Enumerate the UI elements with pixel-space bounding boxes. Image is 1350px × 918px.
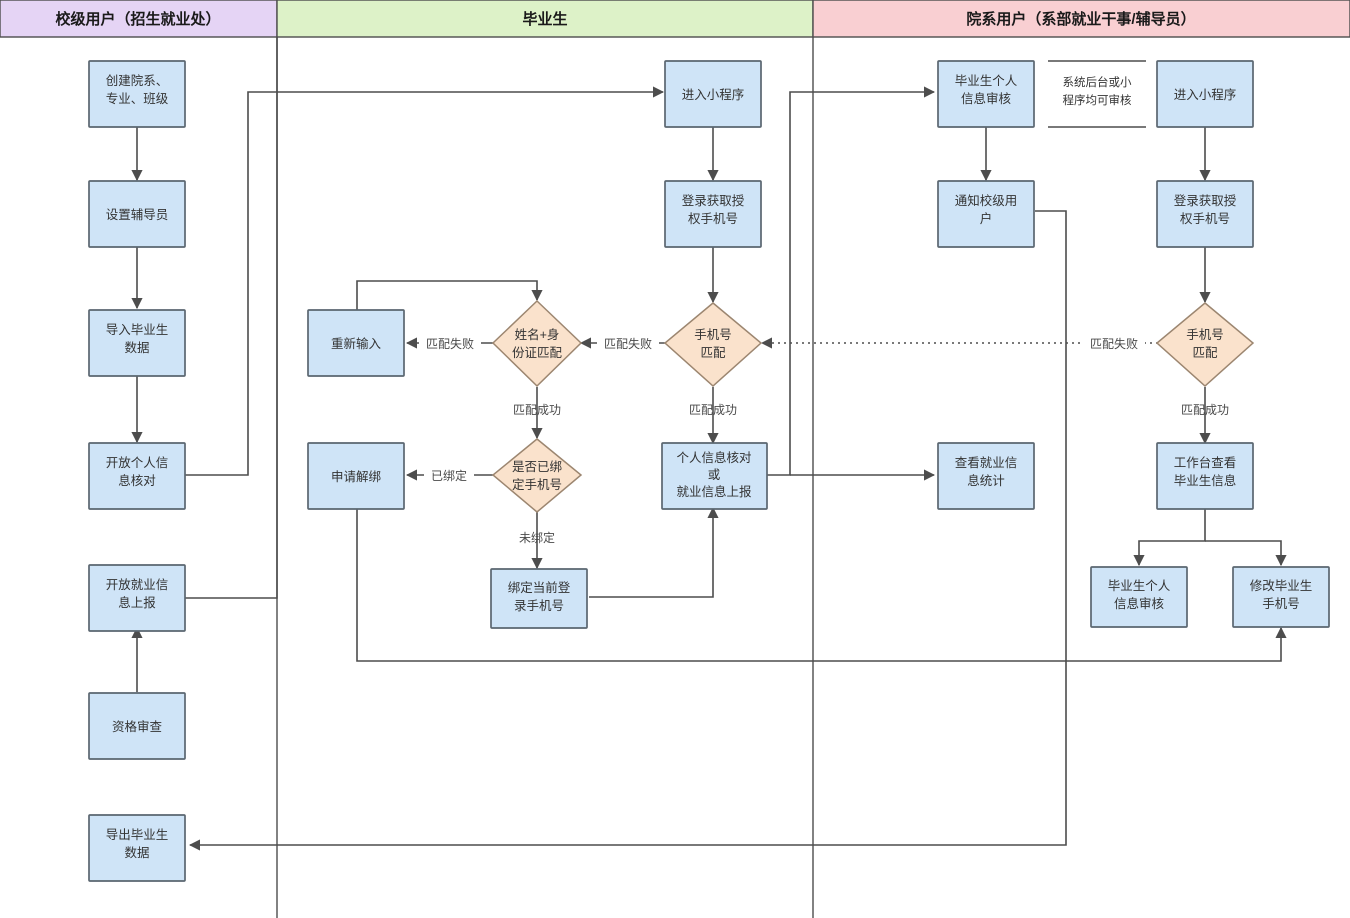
edge-label-match-ok-1: 匹配成功 xyxy=(513,403,561,417)
node-label: 户 xyxy=(980,211,993,226)
edge-labels: 匹配失败 匹配失败 匹配失败 匹配成功 匹配成功 匹配成功 已绑定 未绑定 xyxy=(419,334,1229,545)
node-label: 工作台查看 xyxy=(1174,455,1237,470)
note-line: 程序均可审核 xyxy=(1063,93,1132,107)
node-enter-miniapp-department[interactable]: 进入小程序 xyxy=(1156,60,1254,128)
lane-title-graduate: 毕业生 xyxy=(522,10,567,28)
node-label: 毕业生个人 xyxy=(955,74,1018,88)
node-label: 毕业生个人 xyxy=(1108,579,1171,593)
node-phone-match-graduate[interactable]: 手机号 匹配 xyxy=(663,302,763,388)
node-label: 就业信息上报 xyxy=(676,484,752,499)
node-label: 毕业生信息 xyxy=(1174,473,1237,488)
lane-title-department: 院系用户（系部就业干事/辅导员） xyxy=(966,10,1195,28)
node-label: 通知校级用 xyxy=(955,193,1018,208)
edge-openemp-up xyxy=(185,37,278,599)
node-notify-school[interactable]: 通知校级用 户 xyxy=(937,180,1035,248)
node-label: 息统计 xyxy=(967,473,1005,488)
node-label: 个人信息核对 xyxy=(676,450,751,465)
node-label: 手机号 xyxy=(1262,597,1300,611)
edge-reinput-loop xyxy=(356,280,543,310)
node-label: 专业、班级 xyxy=(106,91,169,106)
node-label: 申请解绑 xyxy=(331,470,381,484)
node-label: 修改毕业生 xyxy=(1250,578,1313,593)
node-label: 数据 xyxy=(124,340,149,355)
node-label: 登录获取授 xyxy=(682,193,745,208)
node-label: 匹配 xyxy=(700,346,726,360)
node-label: 份证匹配 xyxy=(512,346,563,360)
node-label: 权手机号 xyxy=(1180,211,1230,226)
node-login-phone-graduate[interactable]: 登录获取授 权手机号 xyxy=(664,180,762,248)
edge-label-bound: 已绑定 xyxy=(431,468,467,483)
lane-header-graduate xyxy=(276,0,814,38)
node-label: 息上报 xyxy=(118,595,156,610)
node-export-data[interactable]: 导出毕业生 数据 xyxy=(88,814,186,882)
edge-bind-to-personal xyxy=(589,506,719,598)
node-label: 是否已绑 xyxy=(512,460,562,474)
lane-title-school: 校级用户（招生就业处） xyxy=(55,10,220,28)
node-label: 姓名+身 xyxy=(515,327,560,342)
edge-label-match-fail-2: 匹配失败 xyxy=(426,336,474,351)
node-login-phone-department[interactable]: 登录获取授 权手机号 xyxy=(1156,180,1254,248)
node-label: 查看就业信 xyxy=(955,455,1018,470)
node-label: 手机号 xyxy=(694,328,732,342)
edge-label-unbound: 未绑定 xyxy=(519,530,555,545)
node-label: 数据 xyxy=(124,845,149,860)
node-modify-phone[interactable]: 修改毕业生 手机号 xyxy=(1232,566,1330,628)
node-bind-current-phone[interactable]: 绑定当前登 录手机号 xyxy=(490,568,588,629)
node-label: 或 xyxy=(708,468,721,482)
edge-label-match-ok-2: 匹配成功 xyxy=(689,403,737,417)
node-label: 定手机号 xyxy=(512,477,562,492)
edge-openpersonal-to-entermini xyxy=(185,86,665,476)
node-label: 登录获取授 xyxy=(1174,193,1237,208)
edge-label-match-ok-3: 匹配成功 xyxy=(1181,403,1229,417)
node-label: 重新输入 xyxy=(331,336,382,351)
edge-workbench-to-audit2 xyxy=(1133,508,1206,567)
lane-header-department xyxy=(812,0,1350,38)
node-open-personal[interactable]: 开放个人信 息核对 xyxy=(88,442,186,510)
node-label: 开放就业信 xyxy=(106,577,169,592)
node-name-id-match[interactable]: 姓名+身 份证匹配 xyxy=(491,299,583,388)
node-workbench-view[interactable]: 工作台查看 毕业生信息 xyxy=(1156,442,1254,510)
node-label: 信息审核 xyxy=(1114,596,1165,611)
node-label: 进入小程序 xyxy=(1174,87,1237,102)
node-personal-or-report[interactable]: 个人信息核对 或 就业信息上报 xyxy=(661,442,768,510)
edge-unbind-to-modifyphone xyxy=(356,508,1287,662)
node-label: 录手机号 xyxy=(514,599,564,613)
node-grad-info-audit-bottom[interactable]: 毕业生个人 信息审核 xyxy=(1090,566,1188,628)
edge-label-match-fail-1: 匹配失败 xyxy=(604,336,652,351)
edge-personal-to-audit xyxy=(767,86,936,476)
edge-label-match-fail-3: 匹配失败 xyxy=(1090,336,1138,351)
node-enter-miniapp-graduate[interactable]: 进入小程序 xyxy=(664,60,762,128)
node-label: 开放个人信 xyxy=(106,455,169,470)
node-qualification[interactable]: 资格审查 xyxy=(88,692,186,760)
node-set-counselor[interactable]: 设置辅导员 xyxy=(88,180,186,248)
note-line: 系统后台或小 xyxy=(1063,75,1132,89)
node-view-stats[interactable]: 查看就业信 息统计 xyxy=(937,442,1035,510)
connectors xyxy=(131,37,1287,851)
node-label: 信息审核 xyxy=(961,91,1012,106)
node-is-bound[interactable]: 是否已绑 定手机号 xyxy=(491,438,583,513)
node-apply-unbind[interactable]: 申请解绑 xyxy=(307,442,405,510)
node-phone-match-department[interactable]: 手机号 匹配 xyxy=(1155,302,1255,388)
node-reinput[interactable]: 重新输入 xyxy=(307,309,405,377)
node-label: 创建院系、 xyxy=(106,74,169,88)
node-label: 导入毕业生 xyxy=(106,323,169,337)
node-grad-info-audit-top[interactable]: 毕业生个人 信息审核 xyxy=(937,60,1035,128)
node-label: 进入小程序 xyxy=(682,87,745,102)
node-create-org[interactable]: 创建院系、 专业、班级 xyxy=(88,60,186,128)
node-label: 手机号 xyxy=(1186,328,1224,342)
node-label: 设置辅导员 xyxy=(106,207,169,222)
edge-notify-to-export xyxy=(188,210,1067,851)
note-audit-channels: 系统后台或小 程序均可审核 xyxy=(1048,60,1146,128)
node-label: 绑定当前登 xyxy=(508,580,571,595)
node-label: 资格审查 xyxy=(112,719,163,734)
node-label: 权手机号 xyxy=(688,211,738,226)
node-label: 息核对 xyxy=(118,473,156,488)
node-label: 匹配 xyxy=(1192,346,1218,360)
edge-workbench-to-modify xyxy=(1205,540,1287,567)
node-label: 导出毕业生 xyxy=(106,828,169,842)
node-import-data[interactable]: 导入毕业生 数据 xyxy=(88,309,186,377)
node-open-employment[interactable]: 开放就业信 息上报 xyxy=(88,564,186,632)
